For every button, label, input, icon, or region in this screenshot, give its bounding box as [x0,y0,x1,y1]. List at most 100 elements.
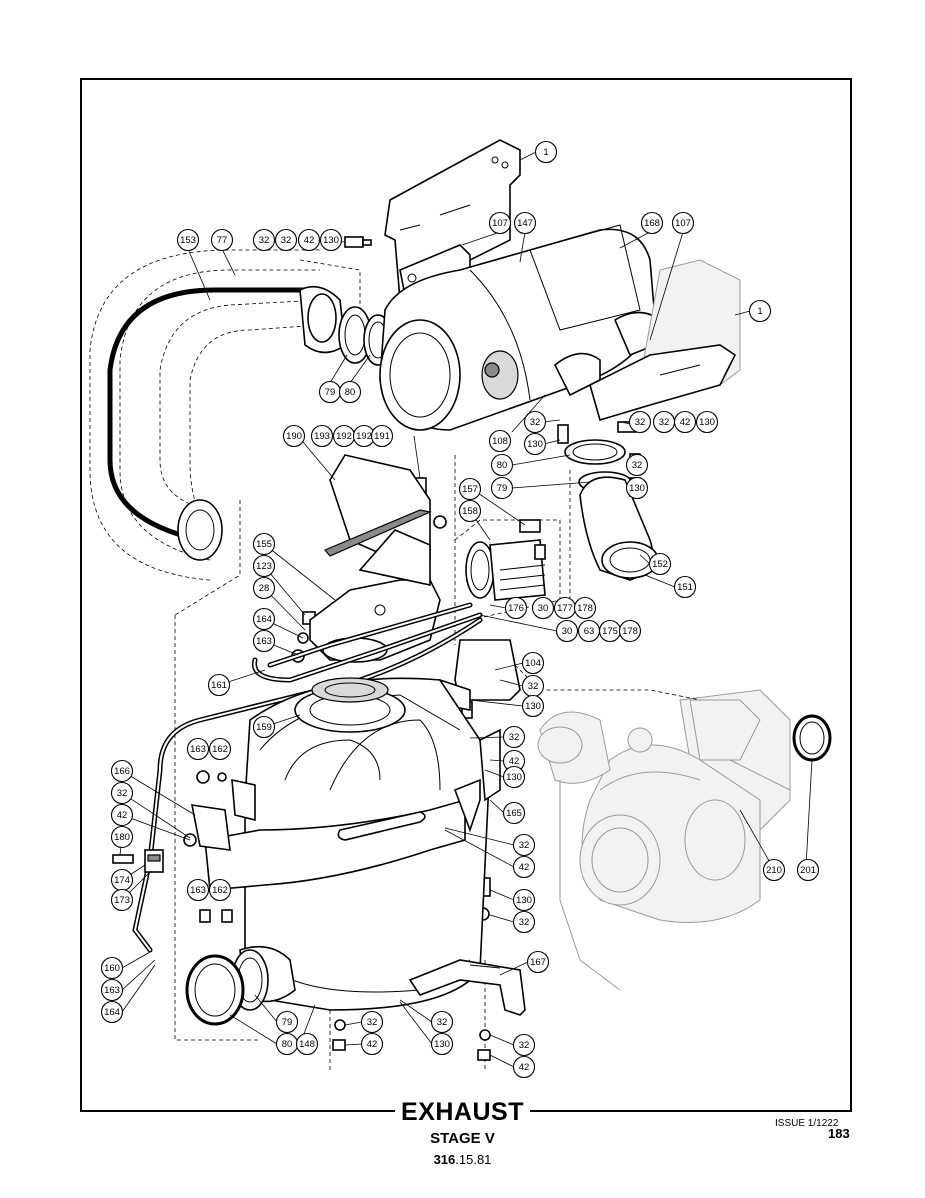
callout-107: 107 [671,211,695,235]
callout-circle [186,878,210,902]
callout-label: 151 [677,582,693,593]
callout-167: 167 [526,950,550,974]
reference-number-rest: .15.81 [455,1152,492,1167]
page-title-text: EXHAUST [395,1098,530,1126]
v-band-clamp-201 [792,714,832,762]
callout-label: 80 [345,387,356,398]
callout-130: 130 [521,694,545,718]
callout-circle [534,140,558,164]
callout-178: 178 [618,619,642,643]
callout-label: 153 [180,235,196,246]
callout-130: 130 [512,888,536,912]
callout-circle [648,552,672,576]
callout-107: 107 [488,211,512,235]
callout-label: 79 [497,483,508,494]
callout-circle [512,910,536,934]
callout-circle [502,725,526,749]
callout-153: 153 [176,228,200,252]
callout-1: 1 [534,140,558,164]
callout-176: 176 [504,596,528,620]
callout-108: 108 [488,429,512,453]
callout-168: 168 [640,211,664,235]
callout-label: 1 [543,147,548,158]
callout-label: 201 [800,865,816,876]
callout-circle [110,888,134,912]
callout-label: 192 [356,431,372,442]
callout-circle [252,228,276,252]
callout-label: 168 [644,218,660,229]
callout-circle [512,888,536,912]
callout-circle [252,532,276,556]
callout-label: 104 [525,658,541,669]
callout-circle [207,673,231,697]
callout-label: 32 [437,1017,448,1028]
callout-148: 148 [295,1032,319,1056]
callout-circle [208,878,232,902]
callout-label: 178 [622,626,638,637]
callout-circle [110,803,134,827]
air-cleaner-168 [379,224,661,431]
callout-32: 32 [628,410,652,434]
callout-circle [796,858,820,882]
callout-circle [252,629,276,653]
callout-label: 28 [259,583,270,594]
callout-circle [100,956,124,980]
callout-circle [295,1032,319,1056]
callout-label: 192 [336,431,352,442]
callout-circle [502,801,526,825]
callout-label: 160 [104,963,120,974]
callout-circle [526,950,550,974]
callout-label: 42 [304,235,315,246]
callout-104: 104 [521,651,545,675]
callout-circle [310,424,334,448]
callout-circle [512,855,536,879]
callout-circle [176,228,200,252]
callout-circle [430,1010,454,1034]
callout-label: 130 [629,483,645,494]
callout-label: 165 [506,808,522,819]
callout-42: 42 [360,1032,384,1056]
callout-circle [488,429,512,453]
callout-147: 147 [513,211,537,235]
callout-32: 32 [652,410,676,434]
callout-label: 163 [190,744,206,755]
sensor-line-160 [132,617,483,953]
callout-circle [297,228,321,252]
callout-label: 190 [286,431,302,442]
callout-circle [360,1032,384,1056]
callout-173: 173 [110,888,134,912]
sensor-line-161 [251,602,483,683]
callout-circle [671,211,695,235]
callout-label: 175 [602,626,618,637]
callout-42: 42 [297,228,321,252]
callout-79: 79 [275,1010,299,1034]
callout-160: 160 [100,956,124,980]
callout-label: 32 [632,460,643,471]
callout-label: 32 [509,732,520,743]
callout-circle [523,410,547,434]
callout-32: 32 [430,1010,454,1034]
callout-32: 32 [252,228,276,252]
page-title: EXHAUST [0,1098,925,1127]
callout-162: 162 [208,737,232,761]
intake-pipe-153 [89,249,361,581]
callout-79: 79 [490,476,514,500]
callout-circle [490,476,514,500]
callout-label: 148 [299,1039,315,1050]
callout-circle [748,299,772,323]
callout-label: 79 [282,1017,293,1028]
callout-circle [370,424,394,448]
callout-circle [695,410,719,434]
callout-circle [628,410,652,434]
callout-circle [208,737,232,761]
bracket-104 [438,639,521,711]
callout-label: 63 [584,626,595,637]
callout-193: 193 [310,424,334,448]
callout-label: 1 [757,306,762,317]
callout-circle [640,211,664,235]
callout-circle [210,228,234,252]
page-number: 183 [828,1126,850,1141]
callout-circle [502,765,526,789]
callout-42: 42 [673,410,697,434]
